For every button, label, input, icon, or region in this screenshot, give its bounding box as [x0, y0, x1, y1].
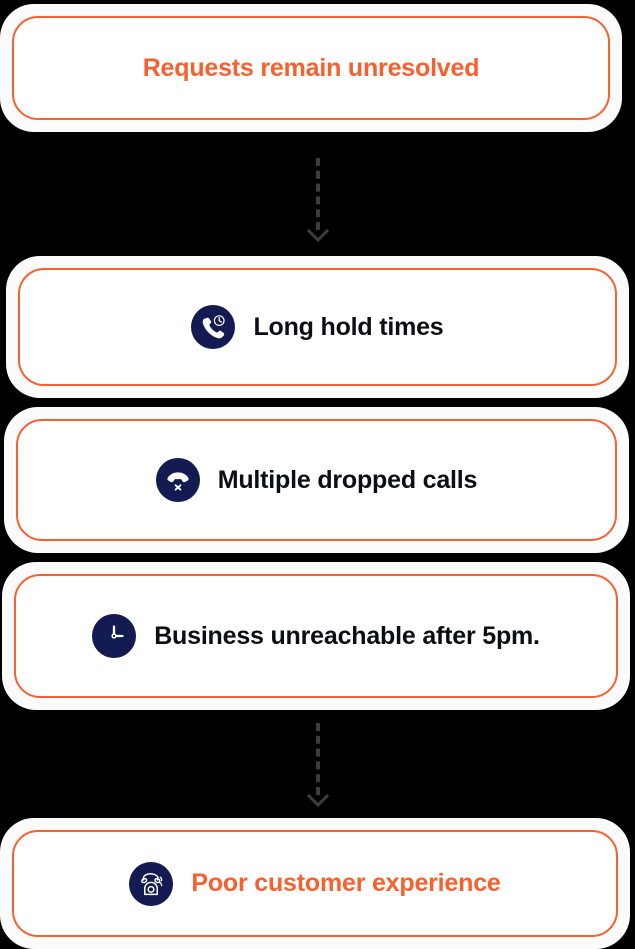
clock-icon	[92, 614, 137, 658]
connector-arrow-top	[306, 158, 329, 243]
flow-node-label: Long hold times	[253, 312, 444, 341]
flow-node-card: Business unreachable after 5pm.	[14, 574, 618, 698]
flow-node-cause-dropped-calls[interactable]: Multiple dropped calls	[4, 407, 629, 553]
flow-node-outcome-bottom[interactable]: Poor customer experience	[0, 818, 630, 949]
flow-node-label: Poor customer experience	[191, 869, 501, 897]
flow-node-card: Requests remain unresolved	[12, 16, 610, 120]
flow-node-card: Multiple dropped calls	[16, 419, 617, 541]
arrow-down-icon	[306, 794, 329, 808]
connector-arrow-bottom	[306, 723, 329, 808]
flow-node-card: Long hold times	[18, 268, 617, 386]
flow-node-label: Business unreachable after 5pm.	[154, 621, 540, 650]
flow-node-card: Poor customer experience	[12, 830, 618, 937]
dashed-line	[315, 158, 320, 230]
flow-node-label: Multiple dropped calls	[217, 465, 478, 494]
flow-node-cause-hold-times[interactable]: Long hold times	[6, 256, 629, 398]
phone-clock-icon	[191, 305, 236, 349]
flow-node-outcome-top[interactable]: Requests remain unresolved	[0, 4, 622, 132]
flow-node-label: Requests remain unresolved	[142, 53, 480, 82]
dashed-line	[315, 723, 320, 795]
flow-node-cause-unreachable[interactable]: Business unreachable after 5pm.	[2, 562, 630, 710]
arrow-down-icon	[306, 229, 329, 243]
phone-missed-icon	[155, 458, 200, 502]
ringing-telephone-icon	[129, 861, 174, 906]
